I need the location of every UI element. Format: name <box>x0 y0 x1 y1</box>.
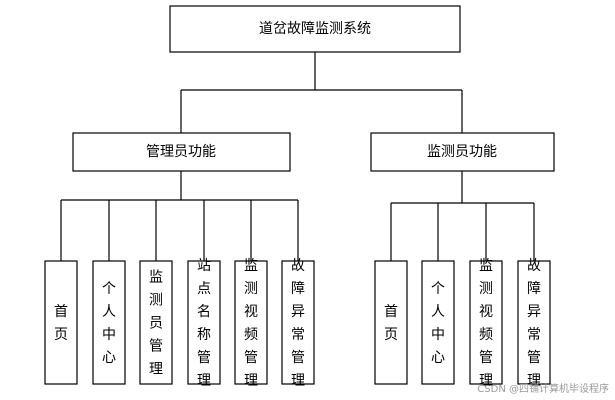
group-node-monitor: 监测员功能 <box>370 132 555 172</box>
leaf-node: 监测员管理 <box>139 260 173 385</box>
leaf-label: 首页 <box>384 304 398 343</box>
leaf-box <box>469 260 503 385</box>
root-node: 道岔故障监测系统 <box>169 5 461 53</box>
leaf-label: 个人中心 <box>431 281 445 366</box>
group-node-admin: 管理员功能 <box>72 132 291 172</box>
connector-lines <box>60 52 535 261</box>
leaf-label: 故障异常管理 <box>291 258 305 389</box>
leaf-label: 监测视频管理 <box>244 258 258 389</box>
leaf-box <box>44 260 78 385</box>
leaf-node: 首页 <box>374 260 408 385</box>
leaf-node: 个人中心 <box>421 260 455 385</box>
leaf-label: 站点名称管理 <box>197 258 211 389</box>
leaf-box <box>234 260 268 385</box>
leaf-node: 监测视频管理 <box>469 258 503 389</box>
leaf-box <box>374 260 408 385</box>
watermark-text: CSDN @四铺计算机毕设程序 <box>477 384 609 395</box>
leaf-label: 首页 <box>54 304 68 343</box>
leaf-node: 首页 <box>44 260 78 385</box>
leaf-node: 故障异常管理 <box>517 258 551 389</box>
leaf-box <box>187 260 221 385</box>
leaf-box <box>517 260 551 385</box>
leaf-node: 故障异常管理 <box>281 258 315 389</box>
root-label: 道岔故障监测系统 <box>259 21 371 37</box>
leaf-nodes: 首页 个人中心 监测员管理 站点名称管理 监测视频管理 故障异常管理 首页 个人中心 监测视频管… <box>44 258 551 389</box>
group-label-admin: 管理员功能 <box>146 144 216 160</box>
leaf-label: 监测视频管理 <box>479 258 493 389</box>
leaf-node: 站点名称管理 <box>187 258 221 389</box>
leaf-box <box>421 260 455 385</box>
leaf-node: 个人中心 <box>92 260 126 385</box>
leaf-label: 故障异常管理 <box>527 258 541 389</box>
leaf-box <box>139 260 173 385</box>
leaf-label: 监测员管理 <box>149 270 163 378</box>
leaf-box <box>281 260 315 385</box>
leaf-box <box>92 260 126 385</box>
group-label-monitor: 监测员功能 <box>427 144 497 160</box>
leaf-label: 个人中心 <box>102 281 116 366</box>
leaf-node: 监测视频管理 <box>234 258 268 389</box>
